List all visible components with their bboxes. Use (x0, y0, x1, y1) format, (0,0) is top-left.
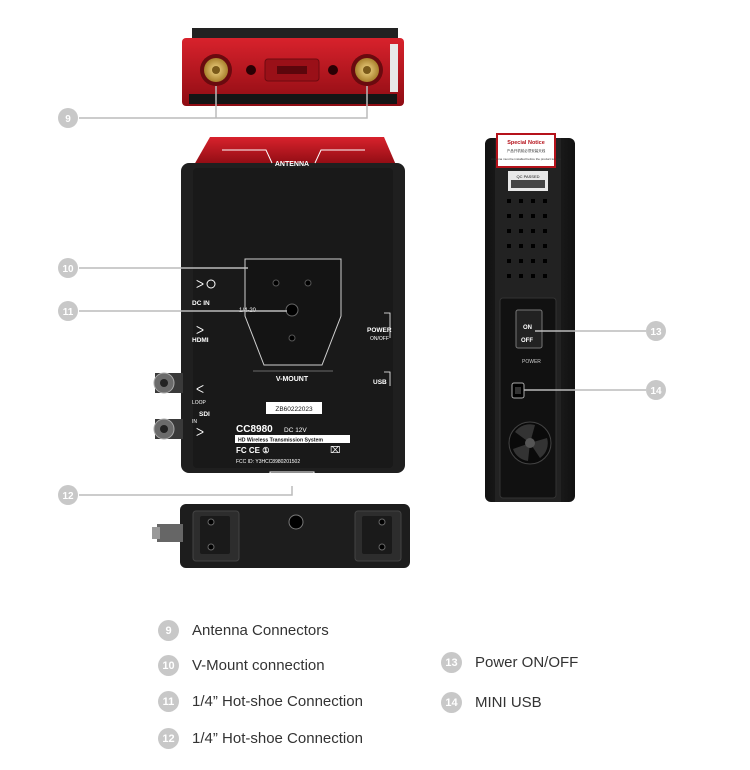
svg-text:IN: IN (192, 419, 197, 425)
callout-10: 10 (58, 258, 78, 278)
legend-item-hotshoe-2: 12 1/4” Hot-shoe Connection (158, 728, 363, 749)
sdi-loop-connector (153, 372, 183, 394)
legend-text: Power ON/OFF (475, 654, 579, 671)
bottom-mount-hole (288, 514, 304, 530)
sdi-in-connector (153, 418, 183, 440)
usb-label: USB (373, 379, 387, 386)
callout-14: 14 (646, 380, 666, 400)
svg-text:13: 13 (650, 327, 662, 338)
svg-text:ON: ON (523, 325, 532, 331)
antenna-connector-left (200, 54, 232, 86)
callout-9: 9 (58, 108, 78, 128)
legend-badge: 12 (158, 728, 179, 749)
svg-text:POWER: POWER (522, 359, 541, 365)
legend-badge: 11 (158, 691, 179, 712)
svg-text:FC CE ①: FC CE ① (236, 446, 269, 455)
bottom-quarter20-label: 1/4-20 (283, 475, 301, 481)
special-notice-sticker (496, 133, 556, 168)
legend-item-vmount: 10 V-Mount connection (158, 655, 325, 676)
legend-badge: 14 (441, 692, 462, 713)
model-label: CC8980 (236, 424, 273, 435)
legend-text: 1/4” Hot-shoe Connection (192, 730, 363, 747)
callout-13: 13 (646, 321, 666, 341)
svg-text:QC PASSED: QC PASSED (516, 174, 539, 179)
svg-text:14: 14 (650, 386, 662, 397)
callout-line-9 (79, 86, 368, 119)
legend-badge: 10 (158, 655, 179, 676)
power-switch: ON OFF (515, 309, 543, 349)
svg-text:ON/OFF: ON/OFF (370, 336, 389, 342)
svg-text:ᐸ: ᐸ (196, 383, 204, 396)
svg-text:11: 11 (63, 307, 74, 318)
top-view (182, 28, 404, 106)
legend-text: MINI USB (475, 694, 542, 711)
legend-item-mini-usb: 14 MINI USB (441, 692, 542, 713)
legend-item-antenna-connectors: 9 Antenna Connectors (158, 620, 329, 641)
antenna-label: ANTENNA (275, 161, 309, 168)
svg-text:9: 9 (65, 114, 71, 125)
svg-text:FCC ID: Y3HCC8980201502: FCC ID: Y3HCC8980201502 (236, 459, 300, 465)
legend-badge: 9 (158, 620, 179, 641)
svg-text:产品开机前必须安装天线: 产品开机前必须安装天线 (507, 148, 546, 153)
svg-text:ᐳ: ᐳ (196, 324, 204, 337)
svg-text:Special Notice: Special Notice (507, 140, 545, 146)
legend-badge: 13 (441, 652, 462, 673)
callout-12: 12 (58, 485, 78, 505)
svg-text:LOOP: LOOP (192, 400, 207, 406)
mini-usb-port (511, 382, 525, 399)
dc-in-label: DC IN (192, 300, 210, 307)
power-label: POWER (367, 327, 392, 334)
front-top-red-band (194, 137, 396, 165)
svg-text:Antenna must be installed befo: Antenna must be installed before the pro… (491, 157, 561, 161)
sdi-label: SDI (199, 411, 210, 418)
legend-text: Antenna Connectors (192, 622, 329, 639)
side-view: Special Notice 产品开机前必须安装天线 Antenna must … (485, 133, 575, 502)
ventilation-grille (507, 199, 547, 278)
svg-text:HD Wireless Transmission Syste: HD Wireless Transmission System (238, 438, 323, 444)
legend-text: V-Mount connection (192, 657, 325, 674)
callout-line-12 (79, 486, 293, 496)
hdmi-label: HDMI (192, 337, 209, 344)
quarter20-mount-hole (285, 303, 299, 317)
bottom-view: 1/4-20 (152, 471, 410, 568)
legend-text: 1/4” Hot-shoe Connection (192, 693, 363, 710)
legend-item-power: 13 Power ON/OFF (441, 652, 578, 673)
svg-text:ᐳ: ᐳ (196, 426, 204, 439)
legend-item-hotshoe-1: 11 1/4” Hot-shoe Connection (158, 691, 363, 712)
callout-11: 11 (58, 301, 78, 321)
front-view: ANTENNA 1/4-20 V-MOUNT ᐳ DC IN ᐳ HDMI ᐸ … (153, 137, 405, 473)
serial-label: ZB60222023 (275, 406, 313, 413)
vmount-label: V-MOUNT (276, 376, 309, 383)
svg-text:⌧: ⌧ (330, 446, 340, 456)
svg-text:12: 12 (62, 491, 74, 502)
svg-text:DC 12V: DC 12V (284, 427, 307, 434)
callout-lines (79, 86, 646, 496)
svg-text:10: 10 (62, 264, 74, 275)
svg-text:ᐳ: ᐳ (196, 278, 204, 291)
svg-text:OFF: OFF (521, 338, 533, 344)
antenna-connector-right (351, 54, 383, 86)
fan (508, 421, 552, 465)
